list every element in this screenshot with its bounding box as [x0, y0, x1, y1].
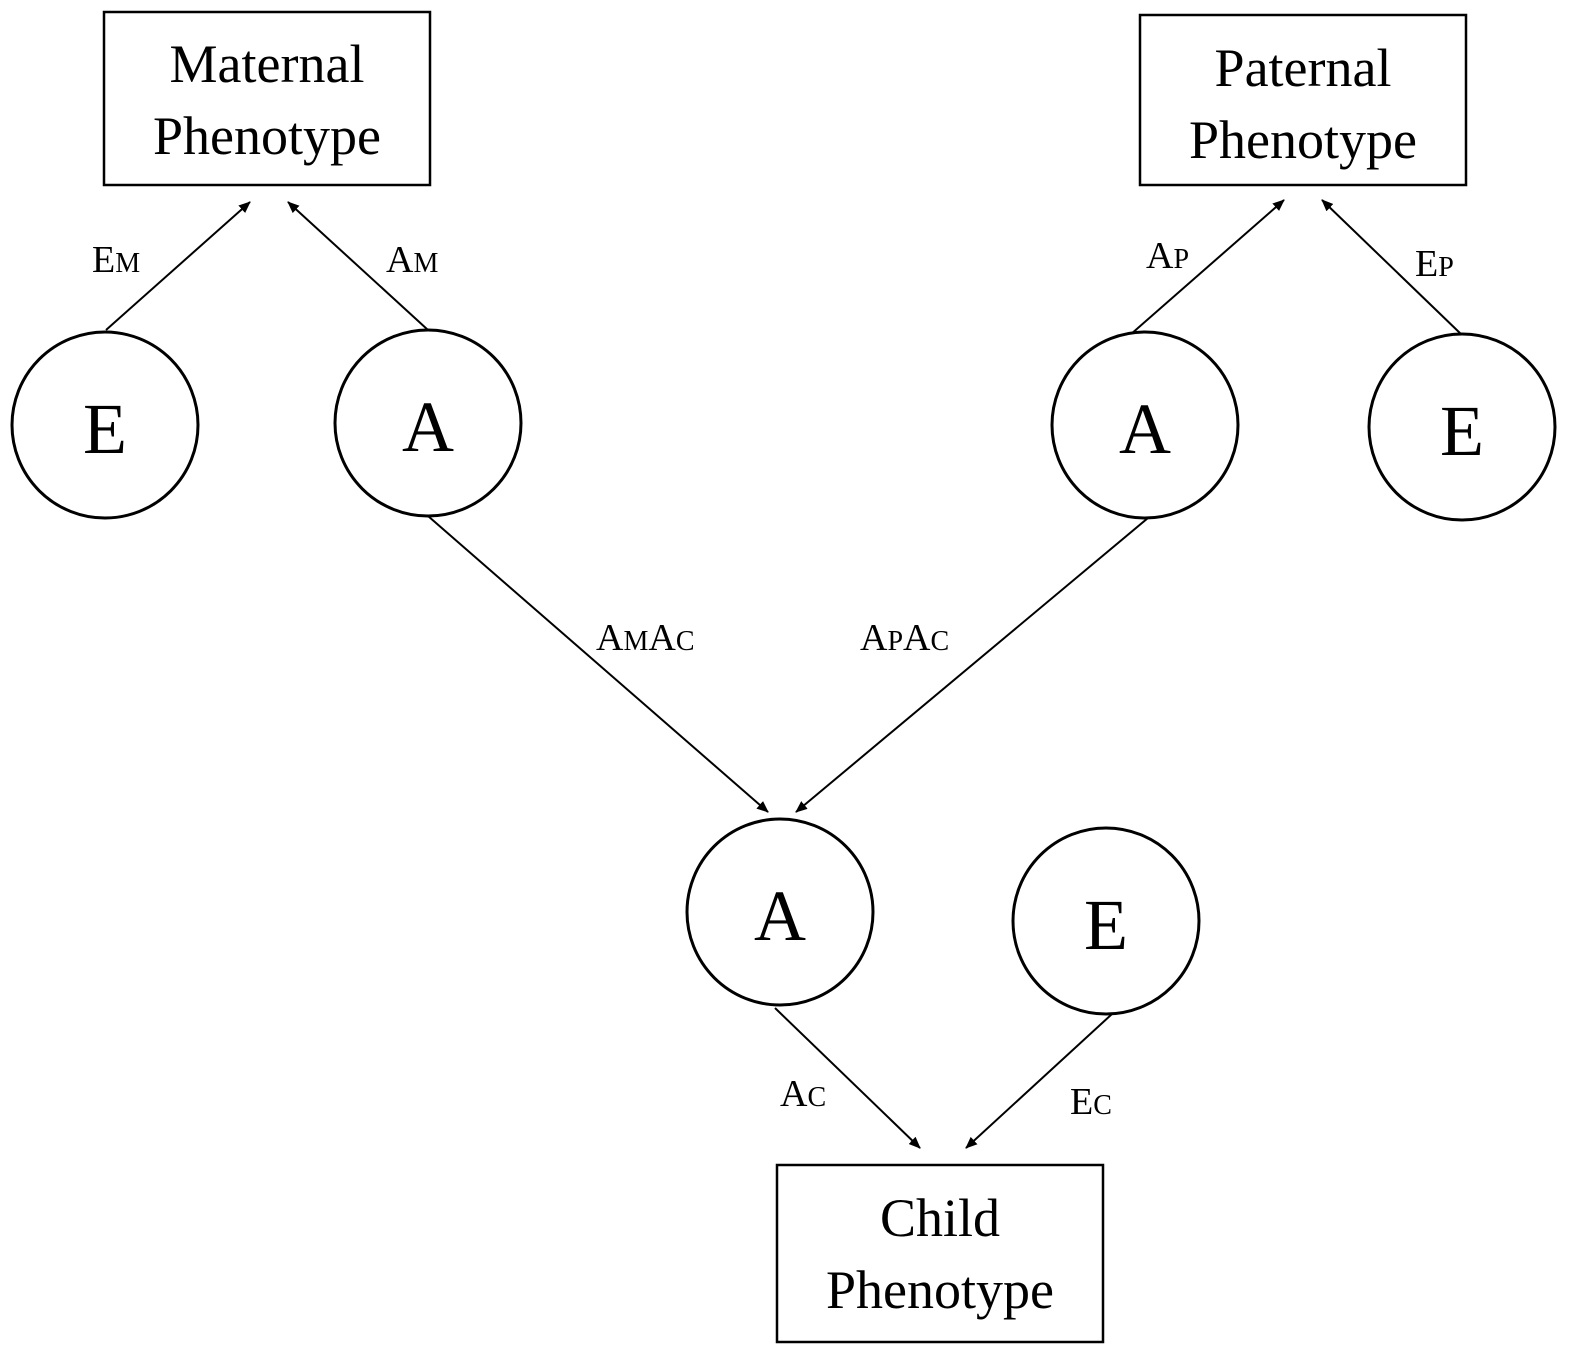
- path-amac-arrow: [427, 515, 769, 813]
- path-ec-arrow: [965, 1013, 1113, 1149]
- paternal-e-label: E: [1440, 391, 1484, 471]
- paternal-a-node: A: [1050, 330, 1240, 520]
- maternal-e-label: E: [83, 389, 127, 469]
- path-ap-arrow: [1129, 199, 1285, 336]
- child-phenotype-box: Child Phenotype: [775, 1163, 1105, 1344]
- child-phenotype-line2: Phenotype: [826, 1260, 1054, 1320]
- maternal-phenotype-line1: Maternal: [170, 34, 365, 94]
- path-em-arrow: [105, 201, 251, 331]
- child-e-label: E: [1084, 885, 1128, 965]
- maternal-phenotype-box: Maternal Phenotype: [102, 10, 432, 187]
- maternal-a-label: A: [402, 387, 454, 467]
- path-ep-arrow: [1321, 199, 1463, 336]
- child-phenotype-line1: Child: [880, 1188, 1000, 1248]
- path-label-em: EM: [92, 239, 140, 281]
- maternal-phenotype-line2: Phenotype: [153, 106, 381, 166]
- path-label-amac: AMAC: [596, 617, 695, 659]
- path-am-arrow: [287, 201, 429, 331]
- paternal-phenotype-line2: Phenotype: [1189, 110, 1417, 170]
- path-apac-arrow: [795, 517, 1149, 813]
- paternal-e-node: E: [1367, 332, 1557, 522]
- path-label-ec: EC: [1070, 1081, 1112, 1123]
- paternal-phenotype-line1: Paternal: [1215, 38, 1392, 98]
- maternal-e-node: E: [10, 330, 200, 520]
- paternal-a-label: A: [1119, 389, 1171, 469]
- path-label-apac: APAC: [860, 617, 949, 659]
- path-label-ap: AP: [1146, 235, 1189, 277]
- path-label-ep: EP: [1415, 243, 1454, 285]
- path-label-ac: AC: [780, 1073, 826, 1115]
- child-a-node: A: [685, 817, 875, 1007]
- maternal-a-node: A: [333, 328, 523, 518]
- path-label-am: AM: [386, 239, 438, 281]
- path-ac-arrow: [774, 1007, 921, 1149]
- child-a-label: A: [754, 876, 806, 956]
- paternal-phenotype-box: Paternal Phenotype: [1138, 13, 1468, 187]
- child-e-node: E: [1011, 826, 1201, 1016]
